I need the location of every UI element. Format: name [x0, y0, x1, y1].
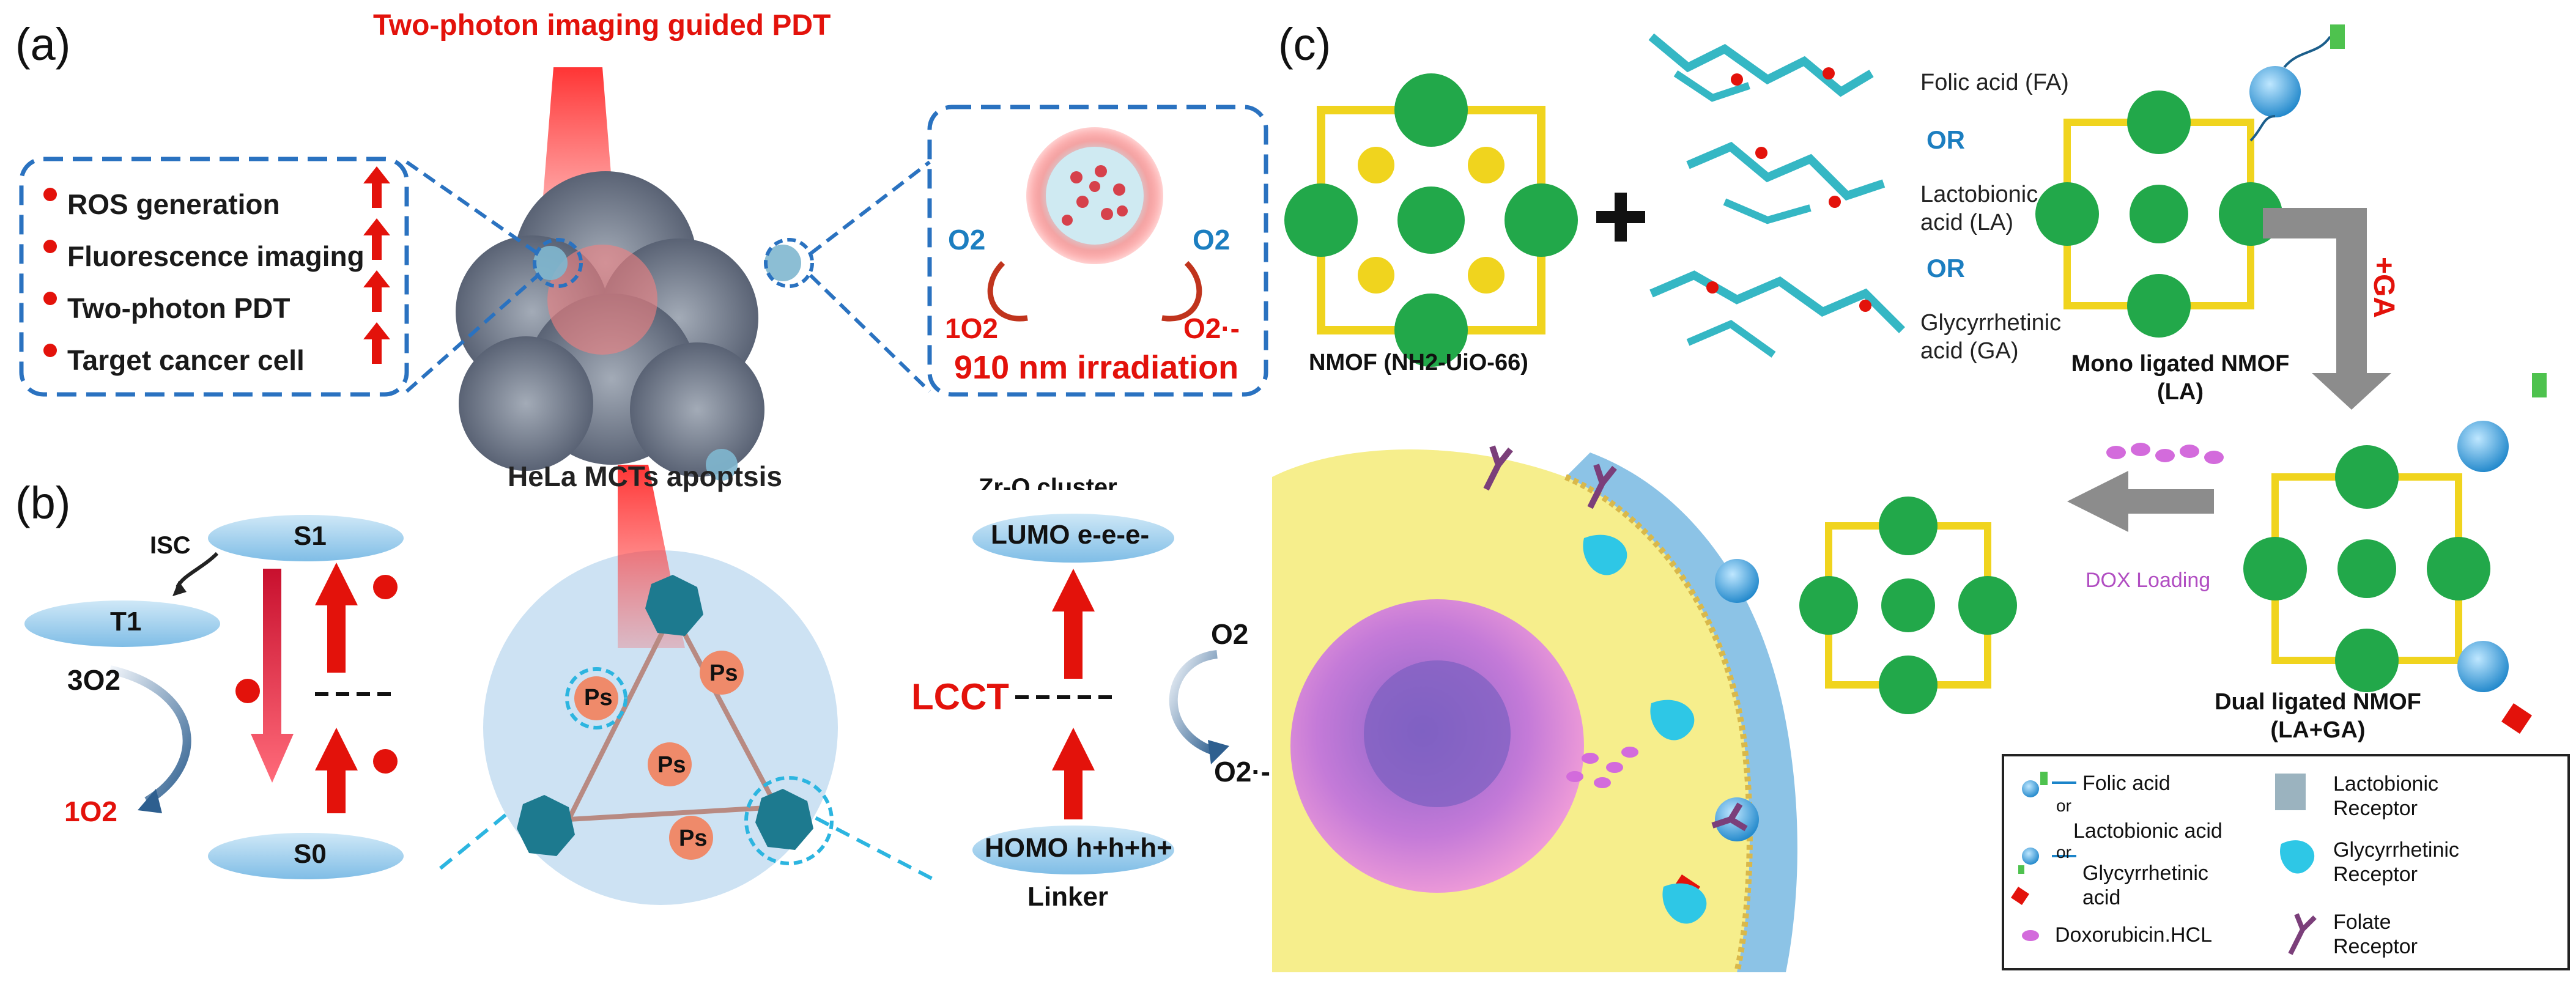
- legend-glycyrrhetinic: Glycyrrhetinic acid: [2082, 862, 2208, 909]
- o2-right: O2: [1193, 224, 1231, 256]
- superoxide-label: O2·-: [1214, 756, 1270, 788]
- dual-label: Dual ligated NMOF (LA+GA): [2215, 689, 2421, 743]
- dox-dots: [2106, 443, 2224, 464]
- irradiation-box: [927, 105, 1268, 397]
- panel-c: [1272, 24, 2570, 973]
- s0-level: [208, 833, 404, 879]
- superoxide: O2·-: [1183, 312, 1240, 344]
- o2-label: O2: [1211, 618, 1249, 650]
- plus-ga-label: +GA: [2367, 257, 2400, 319]
- up-arrow-top: [315, 563, 358, 673]
- lcct-arrow-bottom: [1052, 728, 1095, 819]
- legend-folic: Folic acid: [2082, 772, 2171, 795]
- lcct-label: LCCT: [911, 676, 1009, 717]
- panel-a-label: (a): [15, 19, 71, 70]
- ps-label: Ps: [709, 660, 738, 686]
- lactobionic-label: Lactobionic acid (LA): [1920, 182, 2038, 235]
- zoom-circle-right: [764, 238, 814, 288]
- benefit-item: Target cancer cell: [67, 344, 305, 376]
- or-label-2: OR: [1926, 254, 1965, 283]
- legend-or-a: or: [2056, 796, 2071, 815]
- cancer-cell: [1272, 449, 1797, 973]
- singlet-oxygen: 1O2: [945, 312, 998, 344]
- lumo-level: [972, 514, 1174, 563]
- mono-label: Mono ligated NMOF (LA): [2071, 351, 2290, 405]
- lcct-arrow-top: [1052, 569, 1095, 679]
- down-arrow: [251, 569, 294, 783]
- legend-lactobionic-receptor: Lactobionic Receptor: [2333, 772, 2439, 820]
- homo-label: HOMO h+h+h+: [985, 833, 1172, 863]
- ligand-molecules: [1648, 33, 1905, 358]
- legend-or-b: or: [2056, 843, 2071, 862]
- isc-label: ISC: [150, 532, 191, 559]
- benefit-list: ROS generation Fluorescence imaging Two-…: [67, 179, 365, 386]
- mono-ligated-nmof: [2035, 24, 2345, 338]
- legend-glyphs: [2011, 772, 2317, 955]
- panel-a: [19, 67, 1268, 481]
- dox-in-cell: [1566, 747, 1638, 788]
- up-arrow-bottom: [315, 728, 358, 813]
- up-arrows: [363, 166, 390, 364]
- nmof-framework: [1284, 73, 1578, 367]
- triplet-o2-label: 3O2: [67, 664, 120, 696]
- benefit-item: Two-photon PDT: [67, 292, 291, 324]
- s0-label: S0: [294, 839, 327, 869]
- ga-arrow: [2263, 208, 2391, 410]
- or-label-1: OR: [1926, 125, 1965, 154]
- legend-folate-receptor: Folate Receptor: [2333, 911, 2418, 958]
- t1-level: [24, 600, 220, 647]
- zr-clusters: [517, 575, 813, 856]
- panel-b: [24, 465, 1229, 905]
- s1-level: [208, 515, 404, 561]
- hela-spheroid: [456, 171, 801, 481]
- benefits-box: [19, 157, 409, 397]
- panel-a-title: Two-photon imaging guided PDT: [373, 9, 831, 42]
- plus-sign: [1596, 193, 1645, 242]
- spheroid-caption: HeLa MCTs apoptsis: [508, 460, 782, 492]
- dual-ligated-nmof: [2243, 373, 2547, 734]
- homo-level: [972, 826, 1174, 874]
- benefit-item: Fluorescence imaging: [67, 240, 365, 272]
- t1-label: T1: [110, 607, 142, 637]
- s1-label: S1: [294, 521, 327, 551]
- ps-label: Ps: [584, 685, 613, 711]
- folic-acid-label: Folic acid (FA): [1920, 70, 2069, 95]
- benefit-bullets: [43, 188, 57, 357]
- panel-b-label: (b): [15, 478, 71, 528]
- o2-left: O2: [948, 224, 986, 256]
- nmof-label: NMOF (NH2-UiO-66): [1309, 350, 1528, 375]
- panel-c-label: (c): [1278, 19, 1331, 70]
- legend-glycyrrhetinic-receptor: Glycyrrhetinic Receptor: [2333, 838, 2459, 886]
- ps-label: Ps: [679, 826, 708, 851]
- receptors: [1483, 445, 1748, 924]
- benefit-item: ROS generation: [67, 188, 280, 220]
- legend-doxorubicin: Doxorubicin.HCL: [2055, 923, 2212, 947]
- linker-label: Linker: [1027, 882, 1109, 912]
- zoom-circle-left: [533, 238, 583, 288]
- glycyrrhetinic-label: Glycyrrhetinic acid (GA): [1920, 310, 2062, 364]
- cluster-label: Zr-O cluster: [979, 474, 1117, 490]
- dox-loading-label: DOX Loading: [2086, 569, 2211, 592]
- nmof-at-cell: [1670, 497, 2017, 905]
- ps-spheres: [574, 651, 744, 860]
- legend-lactobionic: Lactobionic acid: [2073, 819, 2223, 843]
- lumo-label: LUMO e-e-e-: [991, 520, 1150, 550]
- singlet-o2-label: 1O2: [64, 796, 117, 827]
- ps-label: Ps: [657, 752, 686, 778]
- irradiation-label: 910 nm irradiation: [954, 349, 1239, 386]
